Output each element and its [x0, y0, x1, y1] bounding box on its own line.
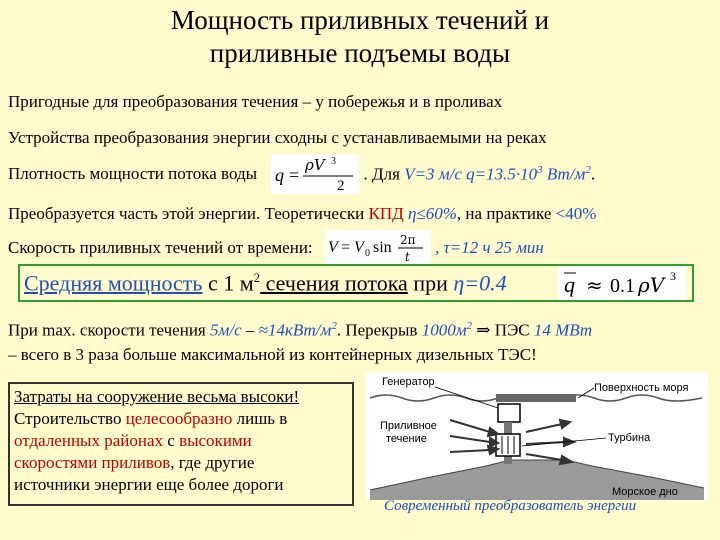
label-sea-bed: Морское дно [612, 486, 678, 498]
flow-arrows [449, 418, 577, 466]
diagram-graphic [369, 385, 705, 500]
label-generator: Генератор [382, 376, 435, 388]
svg-text:V: V [328, 239, 340, 256]
text-line-7: – всего в 3 раза больше максимальной из … [8, 345, 537, 364]
generator-icon [497, 403, 521, 423]
label-turbine: Турбина [608, 432, 651, 444]
average-power-formula-graphic: q ≈ 0.1 ρV 3 [564, 269, 676, 297]
velocity-formula-graphic: V = V 0 sin 2π t [328, 233, 423, 264]
svg-text:t: t [405, 250, 410, 264]
diagram-caption: Современный преобразователь энергии [384, 498, 637, 514]
label-tidal-current: Приливное течение [380, 420, 437, 446]
formula-graphic: q = ρV 3 2 [275, 156, 354, 194]
svg-text:0.1: 0.1 [610, 275, 635, 297]
svg-text:2: 2 [337, 178, 345, 194]
svg-text:3: 3 [670, 269, 676, 283]
svg-text:3: 3 [331, 156, 336, 167]
svg-text:0: 0 [365, 248, 370, 259]
svg-text:q: q [564, 272, 575, 297]
text-line-4: Преобразуется часть этой энергии. Теорет… [8, 204, 597, 223]
average-power-formula: q ≈ 0.1 ρV 3 [558, 266, 686, 300]
text-line-5: Скорость приливных течений от времени: V… [8, 230, 544, 266]
average-power-box: Средняя мощность с 1 м2 сечения потока п… [18, 264, 694, 302]
page-title: Мощность приливных течений и приливные п… [170, 5, 550, 68]
svg-text:V: V [354, 239, 366, 256]
text-line-1: Пригодные для преобразования течения – у… [8, 92, 503, 111]
svg-text:=: = [289, 165, 299, 185]
text-line-6: При max. скорости течения 5м/с – ≈14кВт/… [8, 320, 593, 340]
power-density-formula: q = ρV 3 2 [271, 154, 360, 194]
velocity-formula: V = V 0 sin 2π t [324, 230, 431, 266]
svg-text:sin: sin [373, 239, 392, 256]
svg-text:ρV: ρV [637, 273, 667, 297]
label-sea-surface: Поверхность моря [594, 382, 689, 394]
svg-text:q: q [275, 165, 284, 185]
text-line-3: Плотность мощности потока воды q = ρV 3 … [8, 154, 596, 194]
cost-note-box: Затраты на сооружение весьма высоки! Стр… [8, 382, 354, 506]
svg-text:2π: 2π [400, 233, 416, 247]
svg-text:≈: ≈ [586, 273, 603, 297]
svg-text:ρV: ρV [304, 156, 327, 174]
tidal-turbine-diagram: Генератор Поверхность моря Приливное теч… [366, 372, 708, 500]
text-line-2: Устройства преобразования энергии сходны… [8, 128, 547, 147]
svg-text:=: = [341, 239, 350, 256]
